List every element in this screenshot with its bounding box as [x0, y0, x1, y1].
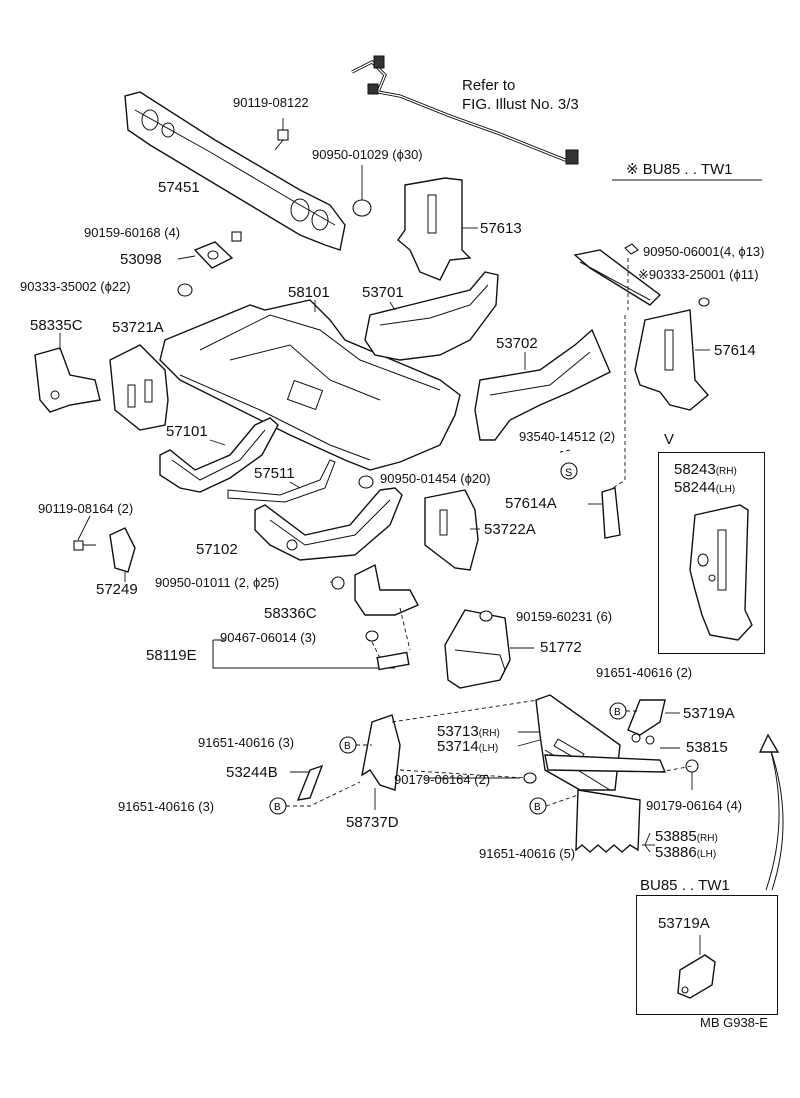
label-53815: 53815: [686, 739, 728, 756]
inset-bracket-53719A-drawing: [677, 935, 716, 999]
label-90179-06164-4: 90179-06164 (4): [646, 798, 743, 813]
bracket-58119E-drawing: [212, 607, 411, 671]
label-57614A: 57614A: [505, 495, 557, 512]
label-93540-14512: 93540-14512 (2): [519, 429, 616, 444]
label-90950-01454: 90950-01454 (ϕ20): [380, 471, 491, 486]
label-91651-40616-2: 91651-40616 (2): [596, 665, 693, 680]
label-53721A: 53721A: [112, 319, 164, 336]
screw-93540-drawing: [560, 462, 578, 480]
label-90119-08164: 90119-08164 (2): [38, 501, 134, 516]
label-57511: 57511: [254, 465, 295, 482]
label-90467-06014: 90467-06014 (3): [220, 630, 317, 645]
refer-note-line1: Refer to: [462, 77, 516, 94]
label-53714: 53714(LH): [437, 738, 499, 755]
label-53719A-box: 53719A: [658, 915, 710, 932]
label-58243: 58243(RH): [674, 461, 737, 478]
label-51772: 51772: [540, 639, 582, 656]
bracket-57102-drawing: [254, 487, 403, 561]
variant-v-box: [658, 452, 765, 654]
grommet-90950-01029-drawing: [352, 165, 372, 217]
label-91651-40616-3b: 91651-40616 (3): [118, 799, 215, 814]
frame-rail-drawing: [573, 243, 710, 307]
label-53701: 53701: [362, 284, 404, 301]
bracket-57249-drawing: [109, 527, 136, 582]
bolt-90119-08164-drawing: [73, 515, 96, 551]
bracket-53244B-drawing: [290, 764, 324, 801]
label-90950-01029: 90950-01029 (ϕ30): [312, 147, 423, 162]
label-90950-01011: 90950-01011 (2, ϕ25): [155, 575, 280, 590]
ring-90333-35002-drawing: [177, 283, 193, 297]
label-53098: 53098: [120, 251, 162, 268]
strap-57511-drawing: [227, 459, 336, 503]
label-57451: 57451: [158, 179, 200, 196]
label-90179-06164-2: 90179-06164 (2): [394, 772, 491, 787]
label-90333-25001: ※90333-25001 (ϕ11): [638, 267, 759, 282]
bracket-58737D-drawing: [361, 714, 401, 810]
label-57614: 57614: [714, 342, 756, 359]
panel-58335C-drawing: [34, 333, 101, 413]
footer-code: MB G938-E: [700, 1015, 768, 1030]
nuts-90179-drawing: [523, 759, 699, 790]
label-90119-08122: 90119-08122: [233, 95, 309, 110]
svg-text:B: B: [344, 741, 351, 752]
label-90159-60168: 90159-60168 (4): [84, 225, 181, 240]
label-53886: 53886(LH): [655, 844, 717, 861]
bottom-box-title: BU85 . . TW1: [640, 877, 730, 894]
label-53713: 53713(RH): [437, 723, 500, 740]
label-53244B: 53244B: [226, 764, 278, 781]
grommet-90950-01454-drawing: [358, 475, 374, 489]
label-90159-60231: 90159-60231 (6): [516, 609, 613, 624]
label-53722A: 53722A: [484, 521, 536, 538]
label-91651-40616-3a: 91651-40616 (3): [198, 735, 295, 750]
floor-pan-58101-drawing: [159, 299, 461, 471]
label-58101: 58101: [288, 284, 330, 301]
variant-v-label: V: [664, 431, 675, 448]
label-57613: 57613: [480, 220, 522, 237]
svg-text:B: B: [534, 802, 541, 813]
inset-bracket-58243-drawing: [689, 504, 753, 641]
plate-53098-drawing: [177, 231, 242, 269]
symbol-s: S: [565, 467, 572, 479]
label-90950-06001: 90950-06001(4, ϕ13): [643, 244, 765, 259]
bracket-51772-drawing: [444, 609, 534, 689]
mudguard-53885-drawing: [575, 789, 655, 853]
label-58119E: 58119E: [146, 647, 197, 664]
panel-58336C-drawing: [330, 563, 419, 616]
panel-53722A-drawing: [424, 489, 480, 571]
panel-53702-drawing: [474, 328, 611, 441]
label-91651-40616-5: 91651-40616 (5): [479, 846, 576, 861]
reference-arrow-drawing: [758, 733, 784, 891]
label-53719A: 53719A: [683, 705, 735, 722]
bracket-57101-drawing: [159, 417, 279, 493]
fuel-tube-drawing: [351, 55, 579, 165]
rail-53815-drawing: [544, 747, 680, 773]
bracket-57614A-drawing: [588, 487, 621, 539]
bolt-90119-08122-drawing: [274, 118, 289, 151]
variant-title: ※ BU85 . . TW1: [626, 161, 733, 178]
label-57101: 57101: [166, 423, 208, 440]
bottom-variant-box: [636, 895, 778, 1015]
panel-53721A-drawing: [109, 344, 169, 431]
crossmember-57451-drawing: [124, 91, 346, 251]
bracket-57614-drawing: [634, 309, 710, 411]
panel-53701-drawing: [364, 271, 499, 361]
label-57102: 57102: [196, 541, 238, 558]
bracket-57613-drawing: [397, 177, 478, 281]
label-53885: 53885(RH): [655, 828, 718, 845]
label-90333-35002: 90333-35002 (ϕ22): [20, 279, 131, 294]
bracket-53719A-drawing: [627, 699, 680, 745]
label-58335C: 58335C: [30, 317, 83, 334]
svg-text:B: B: [274, 802, 281, 813]
refer-note-line2: FIG. Illust No. 3/3: [462, 96, 579, 113]
label-53702: 53702: [496, 335, 538, 352]
bracket-53713-drawing: [535, 694, 621, 791]
label-58244: 58244(LH): [674, 479, 736, 496]
label-57249: 57249: [96, 581, 138, 598]
label-58737D: 58737D: [346, 814, 399, 831]
svg-text:B: B: [614, 707, 621, 718]
label-58336C: 58336C: [264, 605, 317, 622]
